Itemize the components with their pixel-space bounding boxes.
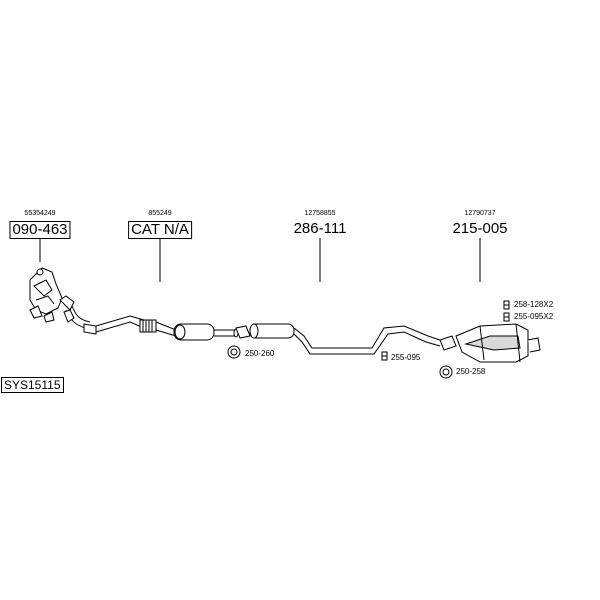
middle-silencer — [235, 323, 441, 355]
clamp-ring-icon — [227, 345, 241, 359]
oem-number: 55354249 — [24, 210, 56, 217]
hanger-icon — [503, 312, 510, 322]
bracket-icon — [381, 351, 388, 361]
front-downpipe — [59, 295, 97, 335]
clamp-ring-icon — [439, 365, 453, 379]
system-code-label: SYS15115 — [1, 377, 64, 393]
part-number-callout[interactable]: 286-111 — [293, 220, 347, 237]
fitting-label[interactable]: 258-128X2 — [514, 300, 554, 309]
intermediate-pipe — [95, 315, 177, 337]
exhaust-manifold — [29, 267, 63, 323]
fitting-label[interactable]: 250-260 — [245, 349, 275, 358]
fitting-label[interactable]: 255-095 — [391, 353, 421, 362]
fitting-label[interactable]: 250-258 — [456, 367, 486, 376]
oem-number: 12758855 — [304, 210, 336, 217]
catalytic-converter — [173, 323, 239, 341]
hanger-icon — [503, 300, 510, 310]
rear-silencer — [439, 323, 541, 363]
part-number-callout[interactable]: 090-463 — [9, 221, 71, 239]
oem-number: 855249 — [148, 210, 172, 217]
oem-number: 12790737 — [464, 210, 496, 217]
part-number-callout[interactable]: 215-005 — [452, 220, 508, 237]
part-number-callout[interactable]: CAT N/A — [128, 221, 192, 239]
fitting-label[interactable]: 255-095X2 — [514, 312, 554, 321]
